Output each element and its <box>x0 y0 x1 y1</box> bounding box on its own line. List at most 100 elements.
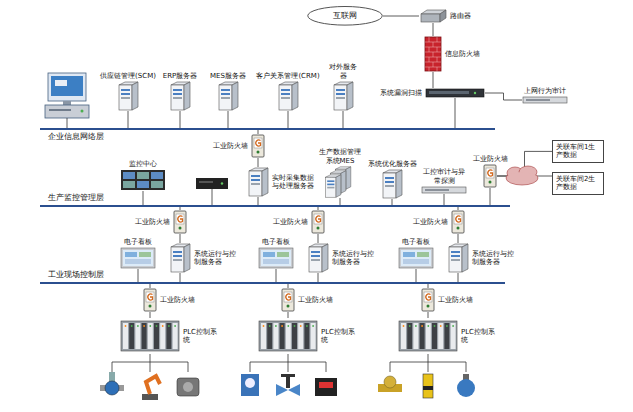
label-group: 工业防火墙 <box>213 142 248 150</box>
firewall-icon <box>433 52 434 57</box>
server-icon <box>232 82 238 110</box>
connector <box>458 234 459 243</box>
server-cluster-icon <box>326 177 336 197</box>
device-label: 工业防火墙 <box>273 218 308 226</box>
connector <box>343 111 344 128</box>
switch-icon <box>426 89 484 97</box>
connector <box>150 312 151 318</box>
server-icon <box>173 251 182 253</box>
connector <box>455 98 456 128</box>
device-label: 生产数据管理系统MES <box>318 148 362 165</box>
device-node: PLC控制系统 <box>398 318 497 354</box>
connector <box>228 111 229 128</box>
network-appliance <box>196 178 228 205</box>
device-node: 系统运行与控制服务器 <box>169 243 236 273</box>
robot-arm-icon <box>142 376 160 400</box>
device-node: 工业防火墙 <box>273 210 325 234</box>
workstation-icon <box>63 101 71 105</box>
plc-rack-icon <box>143 325 145 327</box>
router-icon <box>421 14 440 22</box>
server-icon <box>173 97 182 99</box>
plc-rack-icon <box>451 323 456 349</box>
server-icon <box>311 255 320 257</box>
industrial-firewall-icon <box>256 140 261 146</box>
plc-rack-icon <box>162 325 164 327</box>
label-group: 电子看板 <box>262 238 290 246</box>
server-icon <box>292 82 298 110</box>
plc-rack-icon <box>259 321 317 351</box>
device-node: 工业防火墙 <box>135 210 187 234</box>
industrial-firewall-icon <box>146 292 154 302</box>
plc-rack-icon <box>420 323 425 349</box>
connector <box>318 234 319 243</box>
device-node: 工业防火墙 <box>213 134 265 158</box>
device-label: 电子看板 <box>402 238 430 246</box>
plc-rack-icon <box>427 325 429 327</box>
connector <box>276 269 277 282</box>
plc-rack-icon <box>269 325 271 327</box>
industrial-firewall-icon <box>421 288 435 312</box>
firewall-icon <box>425 47 441 48</box>
appliance-icon <box>523 97 567 103</box>
industrial-firewall-icon <box>456 216 461 222</box>
industrial-firewall-icon <box>489 181 492 184</box>
switch-icon <box>429 91 469 94</box>
appliance-icon <box>522 96 568 104</box>
display-board-icon <box>121 248 155 268</box>
cylinder-icon <box>423 374 433 398</box>
server-icon <box>279 85 292 110</box>
industrial-firewall-icon <box>457 227 460 230</box>
device-label: 系统运行与控制服务器 <box>472 250 514 267</box>
server-icon <box>385 185 394 187</box>
server-icon <box>332 81 354 111</box>
device-node: 生产数据管理系统MES <box>318 148 362 198</box>
device-node: 电子看板 <box>258 238 294 269</box>
network-appliance <box>199 181 213 183</box>
device-node: 工业防火墙 <box>281 288 333 312</box>
firewall-icon <box>429 47 430 52</box>
server-icon <box>251 175 260 177</box>
display-board-icon <box>139 252 151 257</box>
connector <box>258 158 259 167</box>
firewall-icon <box>429 37 430 42</box>
plc-rack-icon <box>137 325 139 327</box>
device-node: 电子看板 <box>120 238 156 269</box>
layer-label: 企业信息网络层 <box>48 132 104 142</box>
label-group: 系统优化服务器 <box>368 160 417 168</box>
server-icon <box>309 247 322 272</box>
server-icon <box>251 179 260 181</box>
device-node: 系统漏洞扫描 <box>380 88 485 98</box>
industrial-firewall-icon <box>312 211 324 233</box>
plc-rack-icon <box>166 323 171 349</box>
wan-cloud <box>507 172 537 184</box>
connector <box>288 111 289 128</box>
robot-arm-icon <box>142 394 158 400</box>
server-icon <box>451 255 460 257</box>
plc-rack-icon <box>432 323 437 349</box>
plc-rack-icon <box>401 323 406 349</box>
server-icon <box>383 173 396 198</box>
valve-icon <box>286 376 290 388</box>
server-icon <box>184 82 190 110</box>
plc-rack-icon <box>403 325 405 327</box>
motor-icon <box>177 378 199 396</box>
server-cluster-icon <box>326 175 341 197</box>
workstation-icon <box>51 76 83 96</box>
plc-rack-icon <box>148 323 153 349</box>
gauge-icon <box>245 378 255 388</box>
server-icon <box>336 97 345 99</box>
label-group: 系统漏洞扫描 <box>380 89 422 97</box>
server-icon <box>249 171 262 196</box>
plc-rack-icon <box>120 318 180 354</box>
cloud-label: 互联网 <box>333 11 357 21</box>
server-icon <box>311 259 320 261</box>
plc-rack-icon <box>287 325 289 327</box>
workstation-icon <box>55 80 67 86</box>
plc-rack-icon <box>281 325 283 327</box>
cylinder-icon <box>423 386 433 390</box>
server-cluster-icon <box>327 180 334 182</box>
plc-rack-icon <box>304 323 309 349</box>
video-wall-icon <box>120 169 166 191</box>
industrial-firewall-icon <box>311 210 325 234</box>
device-label: ERP服务器 <box>163 72 198 80</box>
